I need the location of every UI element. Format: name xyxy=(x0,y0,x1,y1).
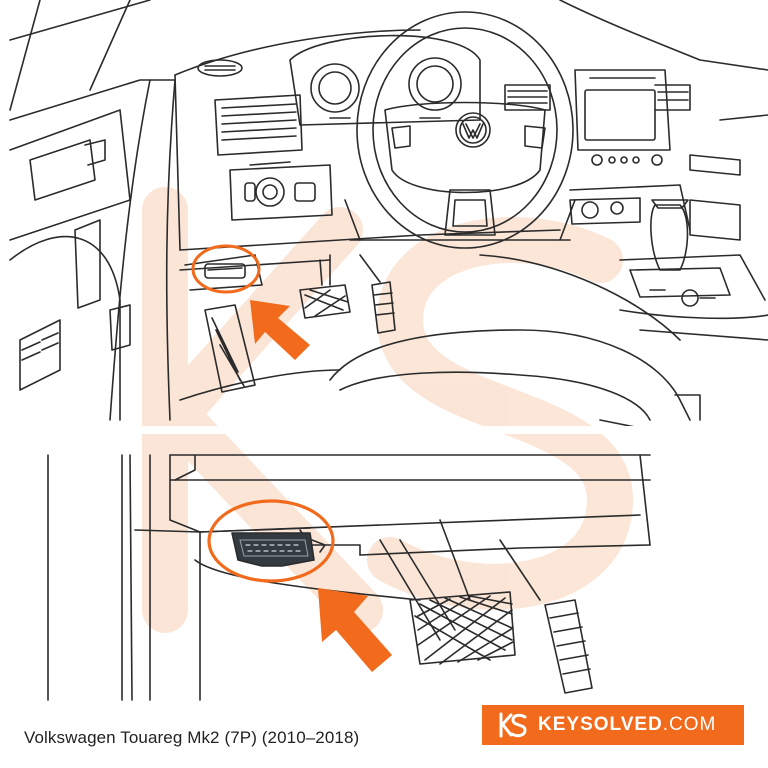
vehicle-caption: Volkswagen Touareg Mk2 (7P) (2010–2018) xyxy=(24,728,360,747)
brand-badge[interactable]: KEYSOLVED.COM xyxy=(482,705,744,745)
obd-highlight-circle-top xyxy=(191,244,261,294)
obd-port-icon xyxy=(231,532,315,567)
obd-highlight-circle-bottom xyxy=(207,499,335,583)
vw-logo-icon xyxy=(462,123,484,139)
arrow-icon xyxy=(318,588,392,672)
brand-domain: .COM xyxy=(662,714,717,735)
top-panel xyxy=(9,0,768,431)
brand-name: KEYSOLVED xyxy=(538,714,663,735)
ks-watermark-icon xyxy=(142,187,633,633)
arrow-icon xyxy=(250,300,310,360)
bottom-panel xyxy=(47,454,651,701)
ks-logo-icon xyxy=(499,712,527,738)
